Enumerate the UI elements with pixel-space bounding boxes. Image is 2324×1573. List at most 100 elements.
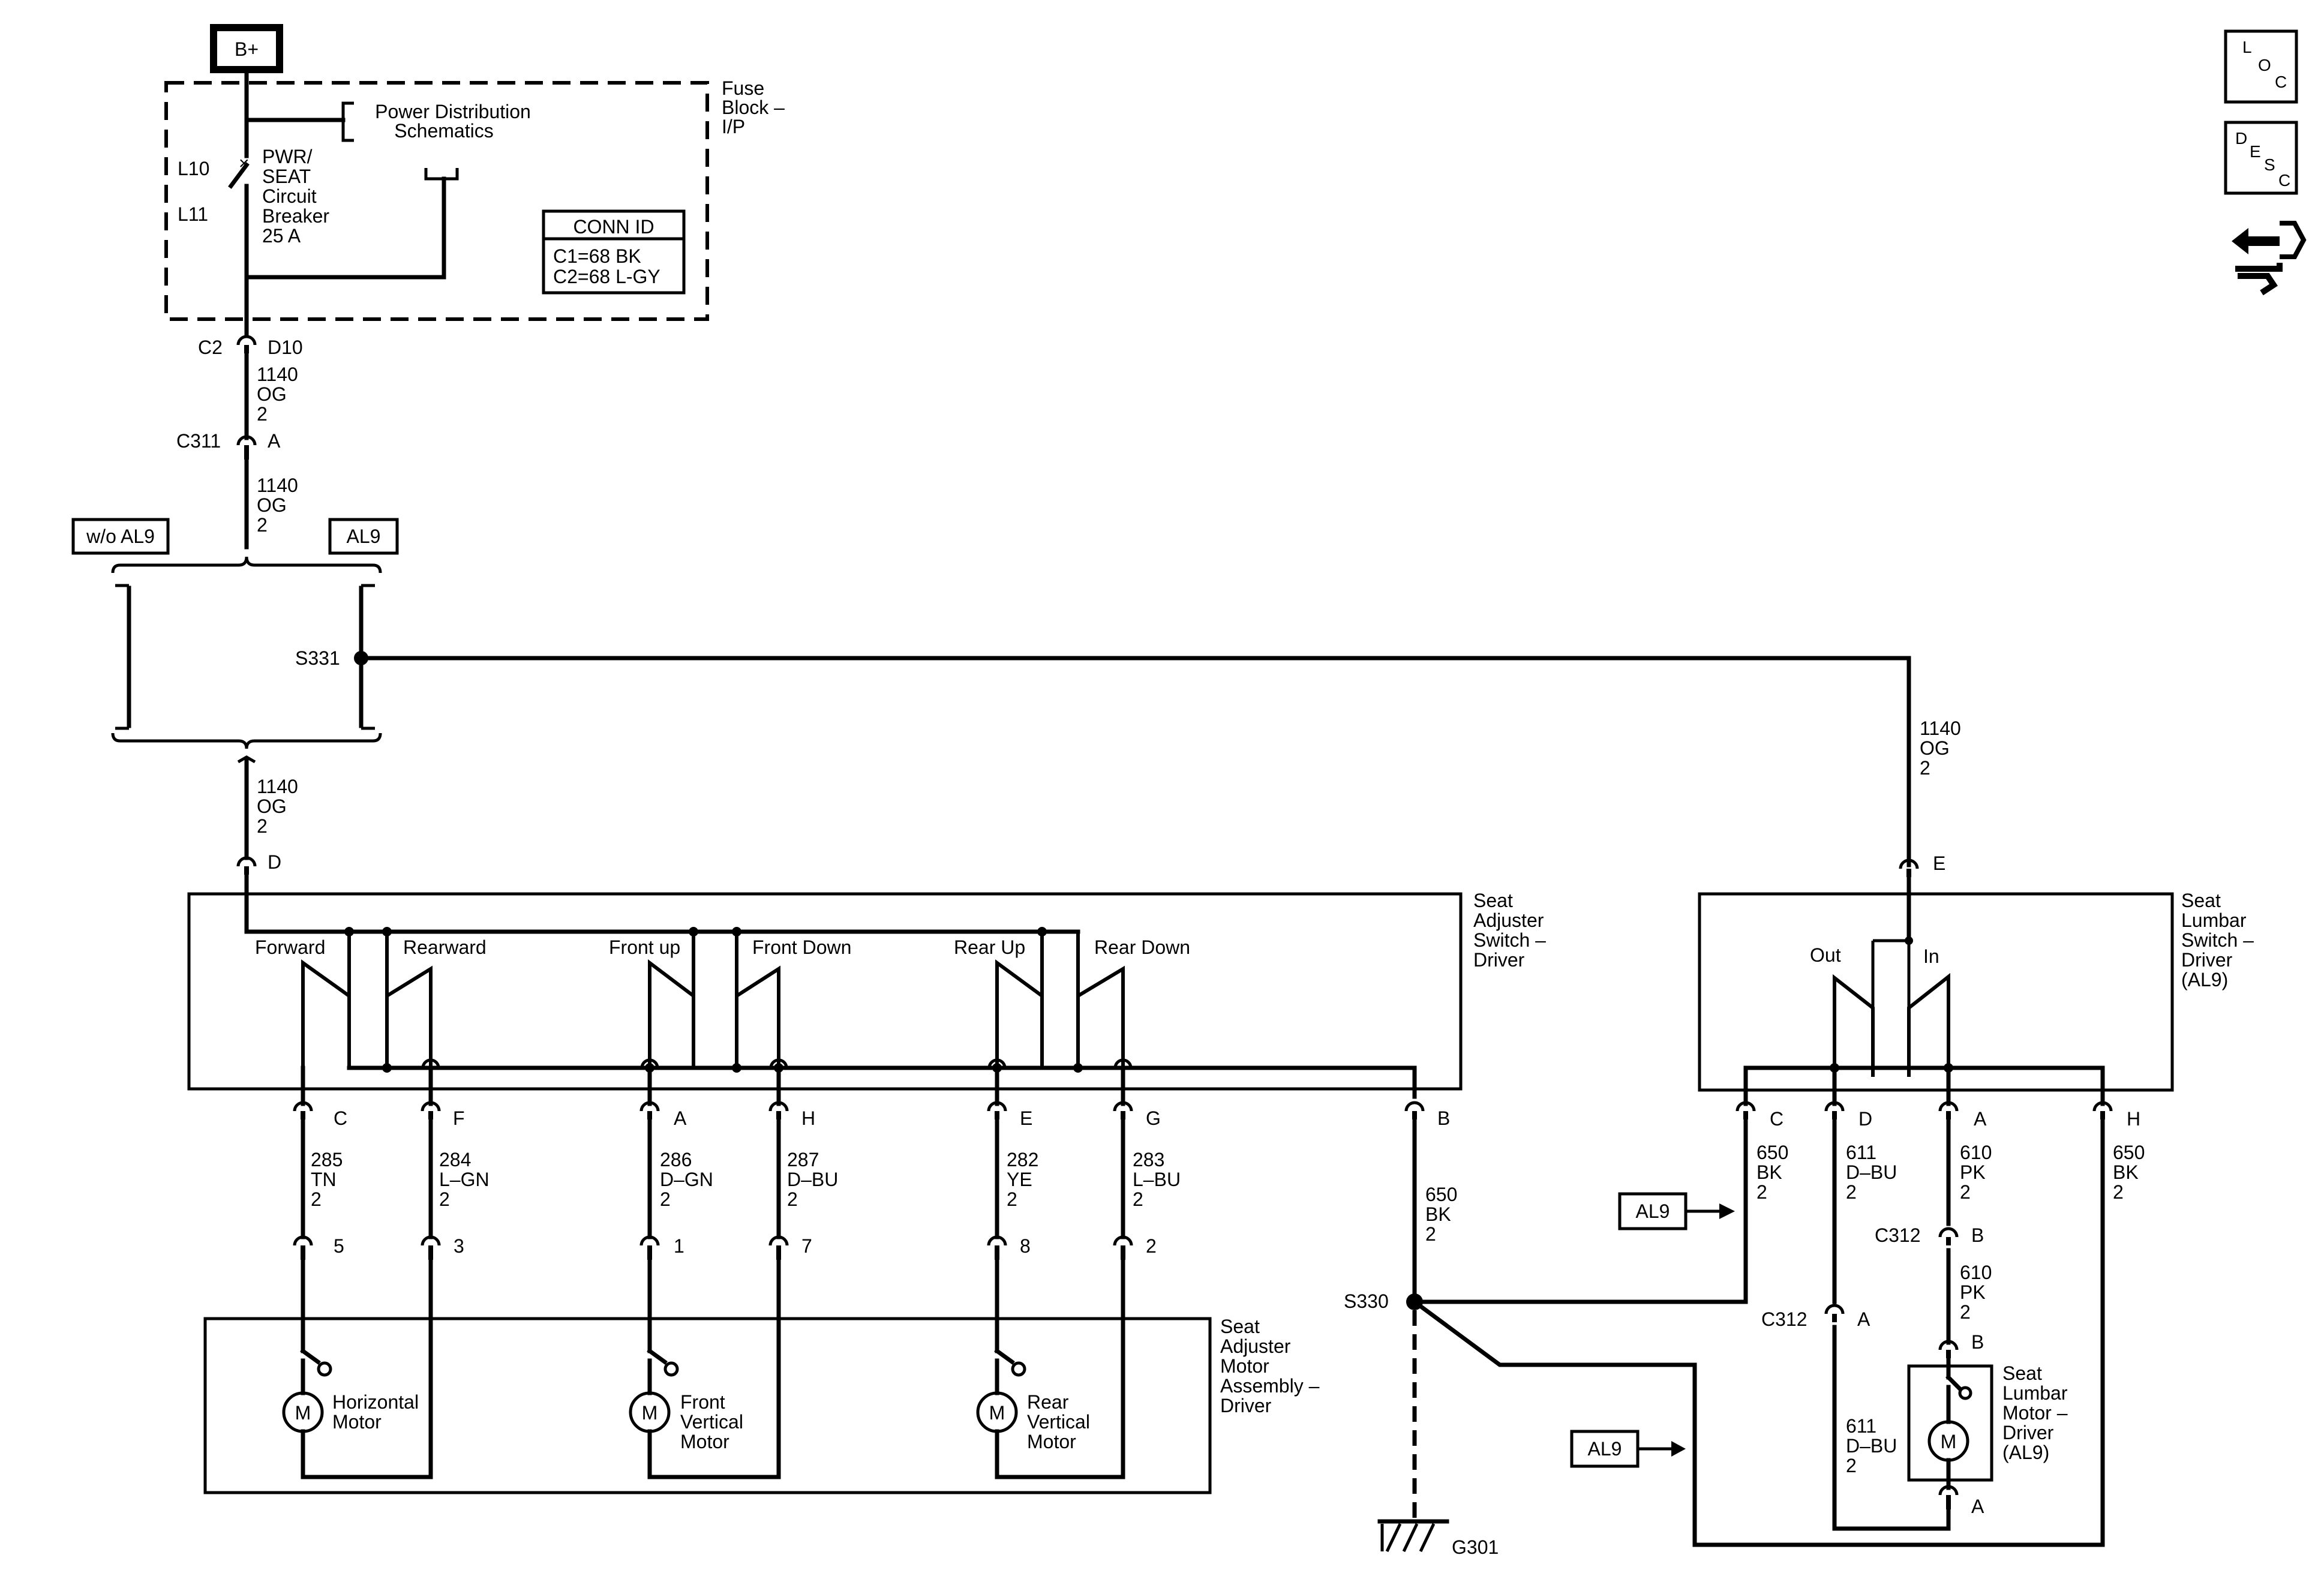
switch-pin-h: H xyxy=(801,1107,815,1129)
wire-285-size: 2 xyxy=(311,1188,322,1210)
wire-284-color: L–GN xyxy=(439,1169,490,1190)
feed-circuit: C2 D10 1140 OG 2 C311 A 1140 OG 2 w/o AL… xyxy=(71,337,1961,877)
motor-assembly-title-4: Assembly – xyxy=(1220,1375,1320,1397)
wire-282-size: 2 xyxy=(1007,1188,1017,1210)
lumbar-switch-title-1: Seat xyxy=(2181,890,2221,911)
conn-id-c1: C1=68 BK xyxy=(553,245,641,267)
wire-286-size: 2 xyxy=(660,1188,671,1210)
switch-label-rearward: Rearward xyxy=(403,936,487,958)
seat-switch-outline xyxy=(187,892,1463,1091)
lumbar-wire-h-3: 2 xyxy=(2113,1181,2124,1203)
lumbar-wire-dbu2-2: D–BU xyxy=(1846,1435,1897,1457)
lumbar-wire-a-3: 2 xyxy=(1960,1181,1971,1203)
fuse-block-title-2: Block – xyxy=(722,97,785,118)
wire-286-color: D–GN xyxy=(660,1169,713,1190)
motor-horizontal-2: Motor xyxy=(332,1411,382,1433)
loc-icon-c: C xyxy=(2275,73,2287,91)
breaker-label-1: PWR/ xyxy=(262,146,313,167)
lumbar-motor-title-3: Motor – xyxy=(2002,1402,2068,1424)
ground-g301: G301 xyxy=(1452,1536,1499,1558)
wire-284-size: 2 xyxy=(439,1188,450,1210)
wire-lumbar-3: 2 xyxy=(1920,757,1930,779)
lumbar-wire-pk2-3: 2 xyxy=(1960,1301,1971,1323)
option-wo-al9: w/o AL9 xyxy=(86,526,155,547)
lumbar-wire-d-3: 2 xyxy=(1846,1181,1857,1203)
motor-rear-vertical-1: Rear xyxy=(1027,1391,1069,1413)
switch-pin-a: A xyxy=(674,1107,687,1129)
lumbar-motor-title-4: Driver xyxy=(2002,1422,2054,1443)
conn-c2: C2 xyxy=(198,337,223,358)
lumbar-wire-dbu2-3: 2 xyxy=(1846,1455,1857,1476)
lumbar-in: In xyxy=(1923,945,1939,967)
lumbar-motor-title-5: (AL9) xyxy=(2002,1442,2049,1463)
lumbar-motor-pin-b: B xyxy=(1971,1331,1984,1353)
wire-lumbar-1: 1140 xyxy=(1920,718,1961,739)
wire-lumbar-2: OG xyxy=(1920,737,1950,759)
switch-label-front-up: Front up xyxy=(609,936,680,958)
lumbar-wire-c-1: 650 xyxy=(1756,1142,1788,1163)
lumbar-motor-m: M xyxy=(1941,1431,1957,1452)
lumbar-wire-d-1: 611 xyxy=(1846,1142,1876,1163)
wire-1140-b-2: OG xyxy=(257,494,287,516)
lumbar-wire-pk2-1: 610 xyxy=(1960,1262,1992,1283)
seat-adjuster-switch: Seat Adjuster Switch – Driver Forward Re… xyxy=(187,872,1546,1099)
ground-wire-1: 650 xyxy=(1425,1184,1457,1205)
breaker-label-4: Breaker xyxy=(262,205,329,227)
wire-283-circuit: 283 xyxy=(1133,1149,1164,1170)
wire-283-color: L–BU xyxy=(1133,1169,1181,1190)
motor-rear-vertical-2: Vertical xyxy=(1027,1411,1090,1433)
conn-d10: D10 xyxy=(268,337,303,358)
motor-pin-8: 8 xyxy=(1020,1235,1031,1257)
splice-s331: S331 xyxy=(295,647,340,669)
wire-285-color: TN xyxy=(311,1169,337,1190)
wire-287-size: 2 xyxy=(787,1188,798,1210)
breaker-label-2: SEAT xyxy=(262,166,311,187)
power-dist-label-1: Power Distribution xyxy=(375,101,531,122)
switch-wires: C F A H E G B 285 TN 2 284 L–GN 2 286 D–… xyxy=(295,1065,1450,1260)
desc-icon[interactable] xyxy=(2224,121,2298,195)
motor-assembly-title-5: Driver xyxy=(1220,1395,1272,1416)
c312-right-pin: B xyxy=(1971,1224,1984,1246)
switch-pin-e: E xyxy=(1020,1107,1032,1129)
switch-label-rear-up: Rear Up xyxy=(954,936,1025,958)
wire-1140-a-1: 1140 xyxy=(257,364,298,385)
motor-rear-vertical-3: Motor xyxy=(1027,1431,1076,1452)
lumbar-switch-outline xyxy=(1698,892,2174,1092)
lumbar-switch-title-5: (AL9) xyxy=(2181,969,2228,990)
lumbar-wire-h-1: 650 xyxy=(2113,1142,2145,1163)
c312-left-pin: A xyxy=(1857,1308,1870,1330)
power-dist-label-2: Schematics xyxy=(394,120,493,142)
wire-286-circuit: 286 xyxy=(660,1149,692,1170)
breaker-label-3: Circuit xyxy=(262,185,317,207)
lumbar-pin-d: D xyxy=(1858,1108,1872,1130)
desc-icon-d: D xyxy=(2235,129,2247,148)
fuse-block-title-1: Fuse xyxy=(722,77,764,99)
lumbar-wire-dbu2-1: 611 xyxy=(1846,1415,1876,1437)
wire-1140-b-1: 1140 xyxy=(257,475,298,496)
lumbar-motor-title-1: Seat xyxy=(2002,1362,2042,1384)
wire-1140-a-3: 2 xyxy=(257,403,268,425)
desc-icon-s: S xyxy=(2264,155,2275,174)
fuse-block-outline xyxy=(164,81,709,321)
wire-284-circuit: 284 xyxy=(439,1149,471,1170)
wire-285-circuit: 285 xyxy=(311,1149,343,1170)
loc-icon[interactable] xyxy=(2224,29,2298,104)
lumbar-switch: Seat Lumbar Switch – Driver (AL9) Out In… xyxy=(1570,875,2254,1531)
connector-end-view-icon[interactable] xyxy=(2232,221,2307,296)
breaker-label-5: 25 A xyxy=(262,225,301,247)
option-al9-box xyxy=(328,518,399,555)
motor-pin-1: 1 xyxy=(674,1235,684,1257)
wire-287-circuit: 287 xyxy=(787,1149,819,1170)
switch-pin-f: F xyxy=(453,1107,465,1129)
conn-id-c2: C2=68 L-GY xyxy=(553,266,660,287)
switch-label-rear-down: Rear Down xyxy=(1094,936,1190,958)
wire-1140-c-1: 1140 xyxy=(257,776,298,797)
lumbar-wire-d-2: D–BU xyxy=(1846,1161,1897,1183)
lumbar-wire-pk2-2: PK xyxy=(1960,1281,1986,1303)
conn-c311: C311 xyxy=(176,430,221,452)
splice-s330: S330 xyxy=(1344,1290,1389,1312)
motor-front-vertical-3: Motor xyxy=(680,1431,729,1452)
motor-horizontal-1: Horizontal xyxy=(332,1391,419,1413)
c312-right: C312 xyxy=(1875,1224,1921,1246)
ground-wire-3: 2 xyxy=(1425,1223,1436,1245)
